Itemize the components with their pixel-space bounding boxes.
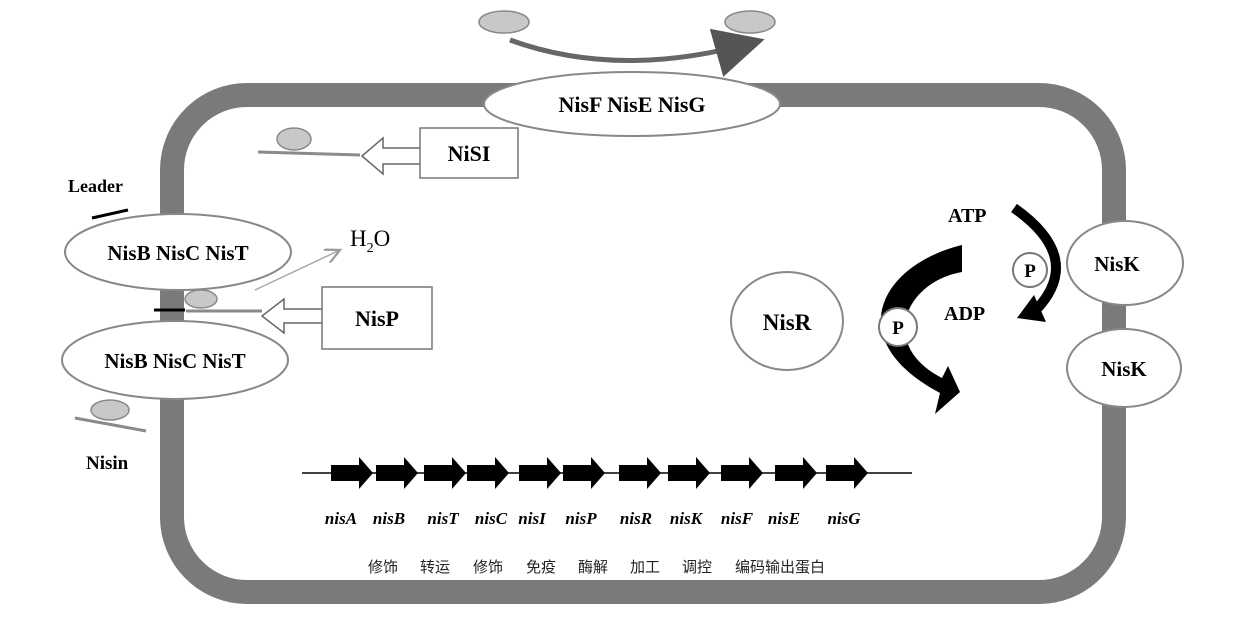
gene-function-7: 编码输出蛋白	[735, 558, 825, 576]
protease-label: NisP	[355, 306, 399, 331]
immunity-label: NiSI	[448, 141, 491, 166]
gene-label-nisE: nisE	[768, 509, 800, 528]
nisin-line	[74, 416, 147, 433]
water-arrow	[254, 250, 340, 291]
gene-arrow-nisF	[721, 457, 763, 489]
export-complex-label: NisF NisE NisG	[558, 92, 705, 117]
gene-label-nisP: nisP	[565, 509, 597, 528]
gene-arrow-nisA	[331, 457, 373, 489]
atp-adp-arrow	[1011, 203, 1061, 314]
kinase-lower-label: NisK	[1101, 357, 1147, 381]
gene-function-labels: 修饰 转运 修饰 免疫 酶解 加工 调控 编码输出蛋白	[368, 558, 825, 576]
peptide-outside-right	[724, 10, 776, 34]
gene-function-6: 调控	[682, 558, 712, 576]
gene-arrow-nisC	[467, 457, 509, 489]
gene-function-4: 酶解	[578, 558, 608, 576]
gene-function-5: 加工	[630, 558, 660, 576]
gene-arrow-nisP	[563, 457, 605, 489]
regulator	[730, 271, 844, 371]
gene-arrow-nisT	[424, 457, 466, 489]
gene-label-nisC: nisC	[475, 509, 508, 528]
phosphate-regulator-label: P	[892, 318, 904, 339]
gene-arrow-nisI	[519, 457, 561, 489]
atp-adp-arrowhead	[1017, 295, 1046, 322]
gene-label-nisG: nisG	[827, 509, 861, 528]
gene-label-nisF: nisF	[721, 509, 754, 528]
kinase-upper	[1066, 220, 1184, 306]
regulator-label: NisR	[763, 310, 812, 335]
membrane-anchor-line	[257, 150, 361, 157]
phosphate-regulator	[878, 307, 918, 347]
gene-label-nisK: nisK	[670, 509, 704, 528]
gene-arrow-nisE	[775, 457, 817, 489]
modifier-complex-lower	[61, 320, 289, 400]
modifier-complex-upper	[64, 213, 292, 291]
gene-arrow-nisR	[619, 457, 661, 489]
gene-label-nisI: nisI	[518, 509, 547, 528]
gene-function-0: 修饰	[368, 558, 398, 576]
phosphotransfer-arrow	[880, 245, 962, 414]
export-curve-arrow	[509, 28, 765, 77]
water-label: H2O	[350, 226, 390, 256]
leader-label: Leader	[68, 176, 123, 196]
gene-function-3: 免疫	[526, 558, 556, 576]
phosphate-kinase-label: P	[1024, 261, 1036, 282]
gene-label-nisT: nisT	[427, 509, 459, 528]
kinase-lower	[1066, 328, 1182, 408]
peptide-immunity	[276, 127, 312, 151]
gene-arrow-nisG	[826, 457, 868, 489]
gene-arrows	[331, 457, 868, 489]
modifier-complex-lower-label: NisB NisC NisT	[104, 349, 245, 373]
phosphate-kinase	[1012, 252, 1048, 288]
immunity-box	[419, 127, 519, 179]
gene-function-1: 转运	[420, 558, 450, 576]
modifier-complex-upper-label: NisB NisC NisT	[107, 241, 248, 265]
adp-label: ADP	[944, 303, 985, 325]
immunity-hollow-arrow	[360, 136, 420, 176]
protease-box	[321, 286, 433, 350]
gene-function-2: 修饰	[473, 558, 503, 576]
kinase-upper-label: NisK	[1094, 252, 1140, 276]
nisin-peptide	[90, 399, 130, 421]
leader-peptide	[91, 208, 129, 220]
nisin-label: Nisin	[86, 453, 129, 474]
atp-label: ATP	[948, 205, 987, 227]
gene-arrow-nisK	[668, 457, 710, 489]
peptide-outside-left	[478, 10, 530, 34]
gene-label-nisA: nisA	[325, 509, 357, 528]
peptide-cleaved	[184, 289, 218, 309]
gene-labels: nisA nisB nisT nisC nisI nisP nisR nisK nisF nisE…	[325, 509, 861, 528]
gene-label-nisR: nisR	[620, 509, 652, 528]
export-complex	[483, 71, 781, 137]
protease-hollow-arrow	[260, 297, 322, 335]
gene-label-nisB: nisB	[373, 509, 405, 528]
gene-arrow-nisB	[376, 457, 418, 489]
